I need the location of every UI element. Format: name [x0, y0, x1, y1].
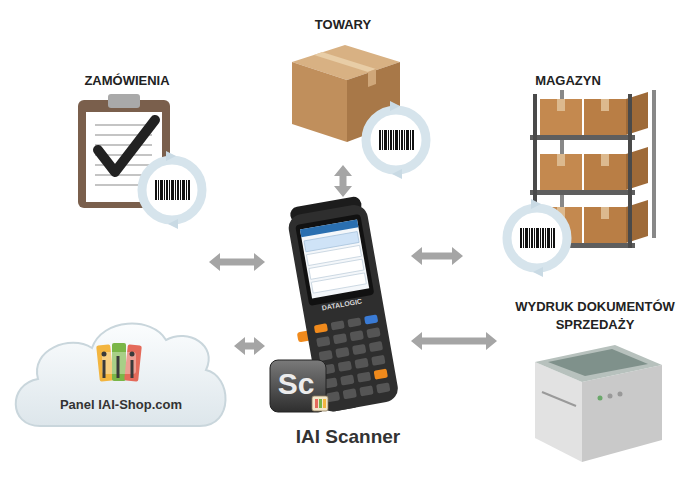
double-arrow: [411, 247, 463, 265]
warehouse-shelves: [507, 90, 656, 277]
illustration-node: WYDRUK DOKUMENTÓW SPRZEDAŻY: [500, 296, 690, 466]
illustration-node: MAGAZYN: [466, 70, 670, 275]
double-arrow: [411, 332, 497, 350]
double-arrow: [209, 253, 265, 271]
node-title: ZAMÓWIENIA: [52, 72, 202, 89]
illustration-node: IAI Scanner: [268, 200, 408, 458]
cardboard-box: [292, 45, 426, 179]
node-title: WYDRUK DOKUMENTÓW SPRZEDAŻY: [505, 298, 685, 334]
illustration-node: TOWARY: [264, 12, 422, 162]
label-printer: [535, 345, 662, 462]
node-title: MAGAZYN: [470, 72, 666, 89]
icon-letters: Sc: [274, 366, 318, 401]
node-title: Panel IAI-Shop.com: [15, 396, 227, 413]
double-arrow: [334, 165, 352, 197]
clipboard: [78, 94, 202, 229]
illustration-node: Panel IAI-Shop.com: [11, 318, 231, 428]
node-title: TOWARY: [268, 16, 418, 33]
app-icon: [270, 360, 328, 412]
node-title: IAI Scanner: [293, 426, 403, 448]
label-holder: Sc: [274, 366, 318, 401]
double-arrow: [234, 337, 265, 355]
illustration-node: ZAMÓWIENIA: [48, 70, 206, 275]
